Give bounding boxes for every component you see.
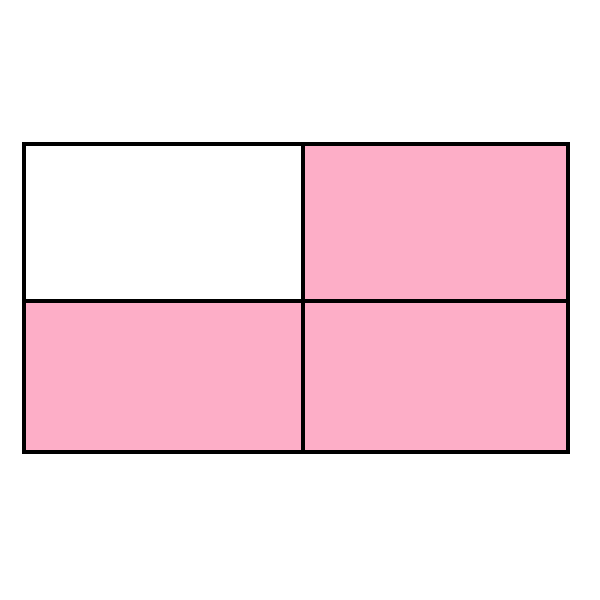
fraction-rectangle bbox=[22, 142, 570, 454]
unshaded-cell-r1-c1 bbox=[26, 146, 301, 299]
shaded-cell-r2-c1 bbox=[26, 303, 301, 450]
shaded-cell-r2-c2 bbox=[305, 303, 566, 450]
shaded-cell-r1-c2 bbox=[305, 146, 566, 299]
